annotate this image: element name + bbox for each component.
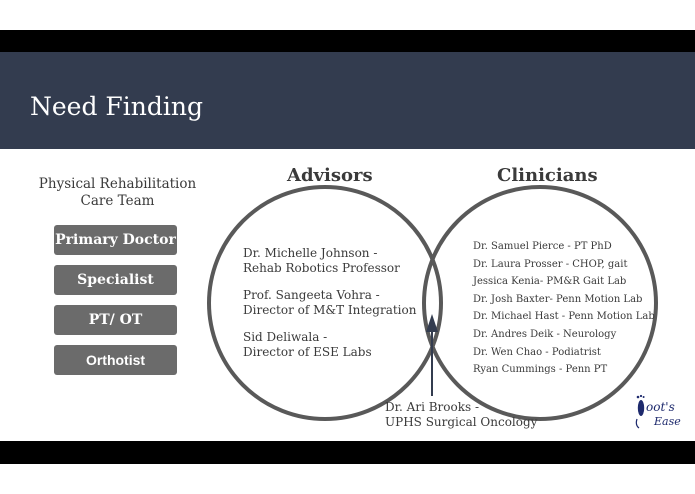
- foots-ease-logo: oot's Ease: [635, 394, 681, 429]
- advisor-name: Dr. Michelle Johnson -: [243, 246, 378, 260]
- top-letterbox-bar: [0, 30, 695, 52]
- bottom-letterbox-bar: [0, 441, 695, 464]
- clinician-item: Jessica Kenia- PM&R Gait Lab: [473, 276, 627, 288]
- advisors-heading: Advisors: [287, 165, 373, 186]
- advisor-item: Prof. Sangeeta Vohra - Director of M&T I…: [243, 288, 423, 318]
- clinician-item: Dr. Laura Prosser - CHOP, gait: [473, 258, 628, 270]
- clinician-item: Dr. Samuel Pierce - PT PhD: [473, 241, 612, 252]
- clinician-item: Dr. Andres Deik - Neurology: [473, 328, 617, 340]
- role-specialist: Specialist: [54, 265, 177, 295]
- clinicians-heading: Clinicians: [497, 165, 598, 186]
- intersection-label: Dr. Ari Brooks - UPHS Surgical Oncology: [385, 400, 537, 430]
- advisor-item: Dr. Michelle Johnson - Rehab Robotics Pr…: [243, 246, 423, 276]
- slide-header: [0, 52, 695, 149]
- advisor-name: Prof. Sangeeta Vohra -: [243, 288, 380, 302]
- advisor-role: Director of ESE Labs: [243, 345, 372, 359]
- advisors-circle: [207, 185, 443, 421]
- intersection-label-line2: UPHS Surgical Oncology: [385, 415, 538, 429]
- slide-title: Need Finding: [30, 92, 203, 121]
- top-margin: [0, 0, 695, 30]
- clinician-item: Ryan Cummings - Penn PT: [473, 364, 608, 376]
- care-team-label-line1: Physical Rehabilitation: [38, 176, 197, 192]
- clinician-item: Dr. Wen Chao - Podiatrist: [473, 346, 601, 358]
- clinician-item: Dr. Michael Hast - Penn Motion Lab: [473, 311, 655, 323]
- clinicians-circle: [422, 185, 658, 421]
- role-pt-ot: PT/ OT: [54, 305, 177, 335]
- care-team-label-line2: Care Team: [80, 193, 155, 209]
- clinicians-list: Dr. Samuel Pierce - PT PhD Dr. Laura Pro…: [473, 238, 655, 379]
- logo-text-line1: oot's: [646, 400, 675, 414]
- advisor-role: Director of M&T Integration: [243, 303, 417, 317]
- advisor-role: Rehab Robotics Professor: [243, 261, 400, 275]
- care-team-label: Physical Rehabilitation Care Team: [30, 176, 205, 210]
- slide-body: [0, 149, 695, 441]
- role-primary-doctor: Primary Doctor: [54, 225, 177, 255]
- advisors-list: Dr. Michelle Johnson - Rehab Robotics Pr…: [243, 246, 423, 372]
- advisor-item: Sid Deliwala - Director of ESE Labs: [243, 330, 423, 360]
- clinician-item: Dr. Josh Baxter- Penn Motion Lab: [473, 293, 643, 305]
- advisor-name: Sid Deliwala -: [243, 330, 328, 344]
- logo-text-line2: Ease: [653, 415, 681, 428]
- footprint-icon: [635, 394, 645, 429]
- intersection-arrow-head: [426, 314, 438, 332]
- role-orthotist: Orthotist: [54, 345, 177, 375]
- intersection-label-line1: Dr. Ari Brooks -: [385, 400, 480, 414]
